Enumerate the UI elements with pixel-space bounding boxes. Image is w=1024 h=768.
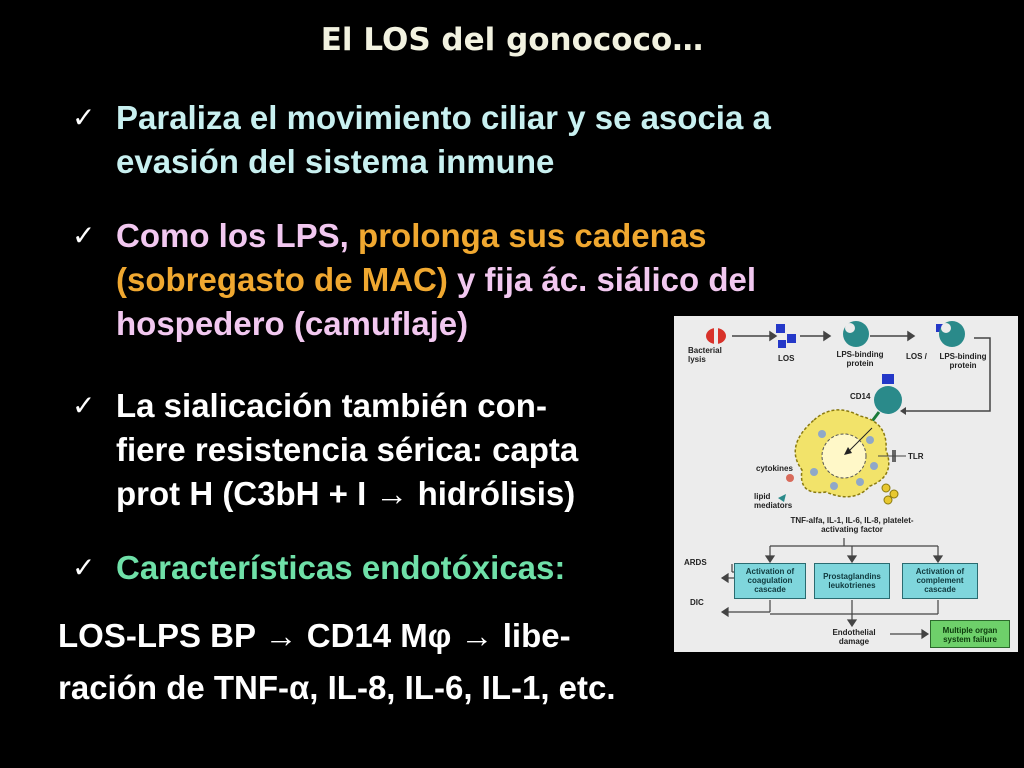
- label-los-2: LOS /: [906, 352, 927, 361]
- lps-binding-protein-icon: [843, 321, 869, 347]
- checkmark-icon: ✓: [72, 389, 96, 422]
- bullet-lps-text-a: Como los LPS,: [116, 217, 359, 254]
- box-coagulation: Activation of coagulation cascade: [734, 563, 806, 599]
- box-organ-failure: Multiple organ system failure: [930, 620, 1010, 648]
- bullet-sialicacion-line2: fiere resistencia sérica: capta: [116, 431, 579, 468]
- bullet-ciliar: ✓ Paraliza el movimiento ciliar y se aso…: [72, 96, 952, 184]
- slide-title: El LOS del gonococo…: [320, 22, 704, 58]
- label-endothelial-damage: Endothelial damage: [832, 628, 876, 646]
- label-bacterial-lysis: Bacterial lysis: [688, 346, 722, 364]
- checkmark-icon: ✓: [72, 101, 96, 134]
- box-complement: Activation of complement cascade: [902, 563, 978, 599]
- label-dic: DIC: [690, 598, 704, 607]
- bullet-endotoxicas-line1: Características endotóxicas:: [116, 549, 566, 586]
- diagram-graphics: [706, 321, 991, 640]
- bullet-endotoxicas: ✓ Características endotóxicas:: [72, 546, 672, 590]
- label-tlr: TLR: [908, 452, 924, 461]
- bullet-ciliar-line2: evasión del sistema inmune: [116, 143, 555, 180]
- label-ards: ARDS: [684, 558, 707, 567]
- box-prostaglandins: Prostaglandins leukotrienes: [814, 563, 890, 599]
- label-lps-binding-protein: LPS-binding protein: [836, 350, 884, 368]
- macrophage-cell-icon: [794, 409, 890, 498]
- label-lipid-mediators: lipid mediators: [754, 492, 793, 510]
- bullet-ciliar-line1: Paraliza el movimiento ciliar y se asoci…: [116, 99, 771, 136]
- bullet-sialicacion: ✓ La sialicación también con- fiere resi…: [72, 384, 672, 516]
- los-molecule-icon: [776, 324, 796, 348]
- checkmark-icon: ✓: [72, 551, 96, 584]
- bullet-lps-text-e: hospedero (camuflaje): [116, 305, 469, 342]
- label-lps-binding-protein-2: LPS-binding protein: [939, 352, 987, 370]
- checkmark-icon: ✓: [72, 219, 96, 252]
- bullet-lps-text-b: prolonga sus cadenas: [358, 217, 707, 254]
- cd14-receptor-icon: [868, 374, 902, 425]
- bullet-lps: ✓ Como los LPS, prolonga sus cadenas (so…: [72, 214, 952, 346]
- closing-line2: ración de TNF-α, IL-8, IL-6, IL-1, etc.: [58, 669, 616, 706]
- bullet-lps-text-c: (sobregasto de MAC): [116, 261, 448, 298]
- bullet-lps-text-d: y fija ác. siálico del: [447, 261, 757, 298]
- cytokine-icon: [778, 474, 899, 505]
- bullet-sialicacion-line1: La sialicación también con-: [116, 387, 547, 424]
- label-mediators-list: TNF-alfa, IL-1, IL-6, IL-8, platelet-act…: [790, 516, 914, 534]
- label-cytokines: cytokines: [756, 464, 793, 473]
- bullet-sialicacion-line3: prot H (C3bH + I → hidrólisis): [116, 475, 576, 512]
- closing-line1: LOS-LPS BP → CD14 Mφ → libe-: [58, 617, 571, 654]
- endotoxin-pathway-diagram: Bacterial lysis LOS LPS-binding protein …: [674, 316, 1018, 652]
- lps-binding-protein-los-icon: [936, 321, 965, 347]
- label-cd14: CD14: [850, 392, 871, 401]
- tlr-receptor-icon: [878, 450, 906, 462]
- bacteria-icon: [706, 326, 726, 346]
- label-los: LOS: [778, 354, 795, 363]
